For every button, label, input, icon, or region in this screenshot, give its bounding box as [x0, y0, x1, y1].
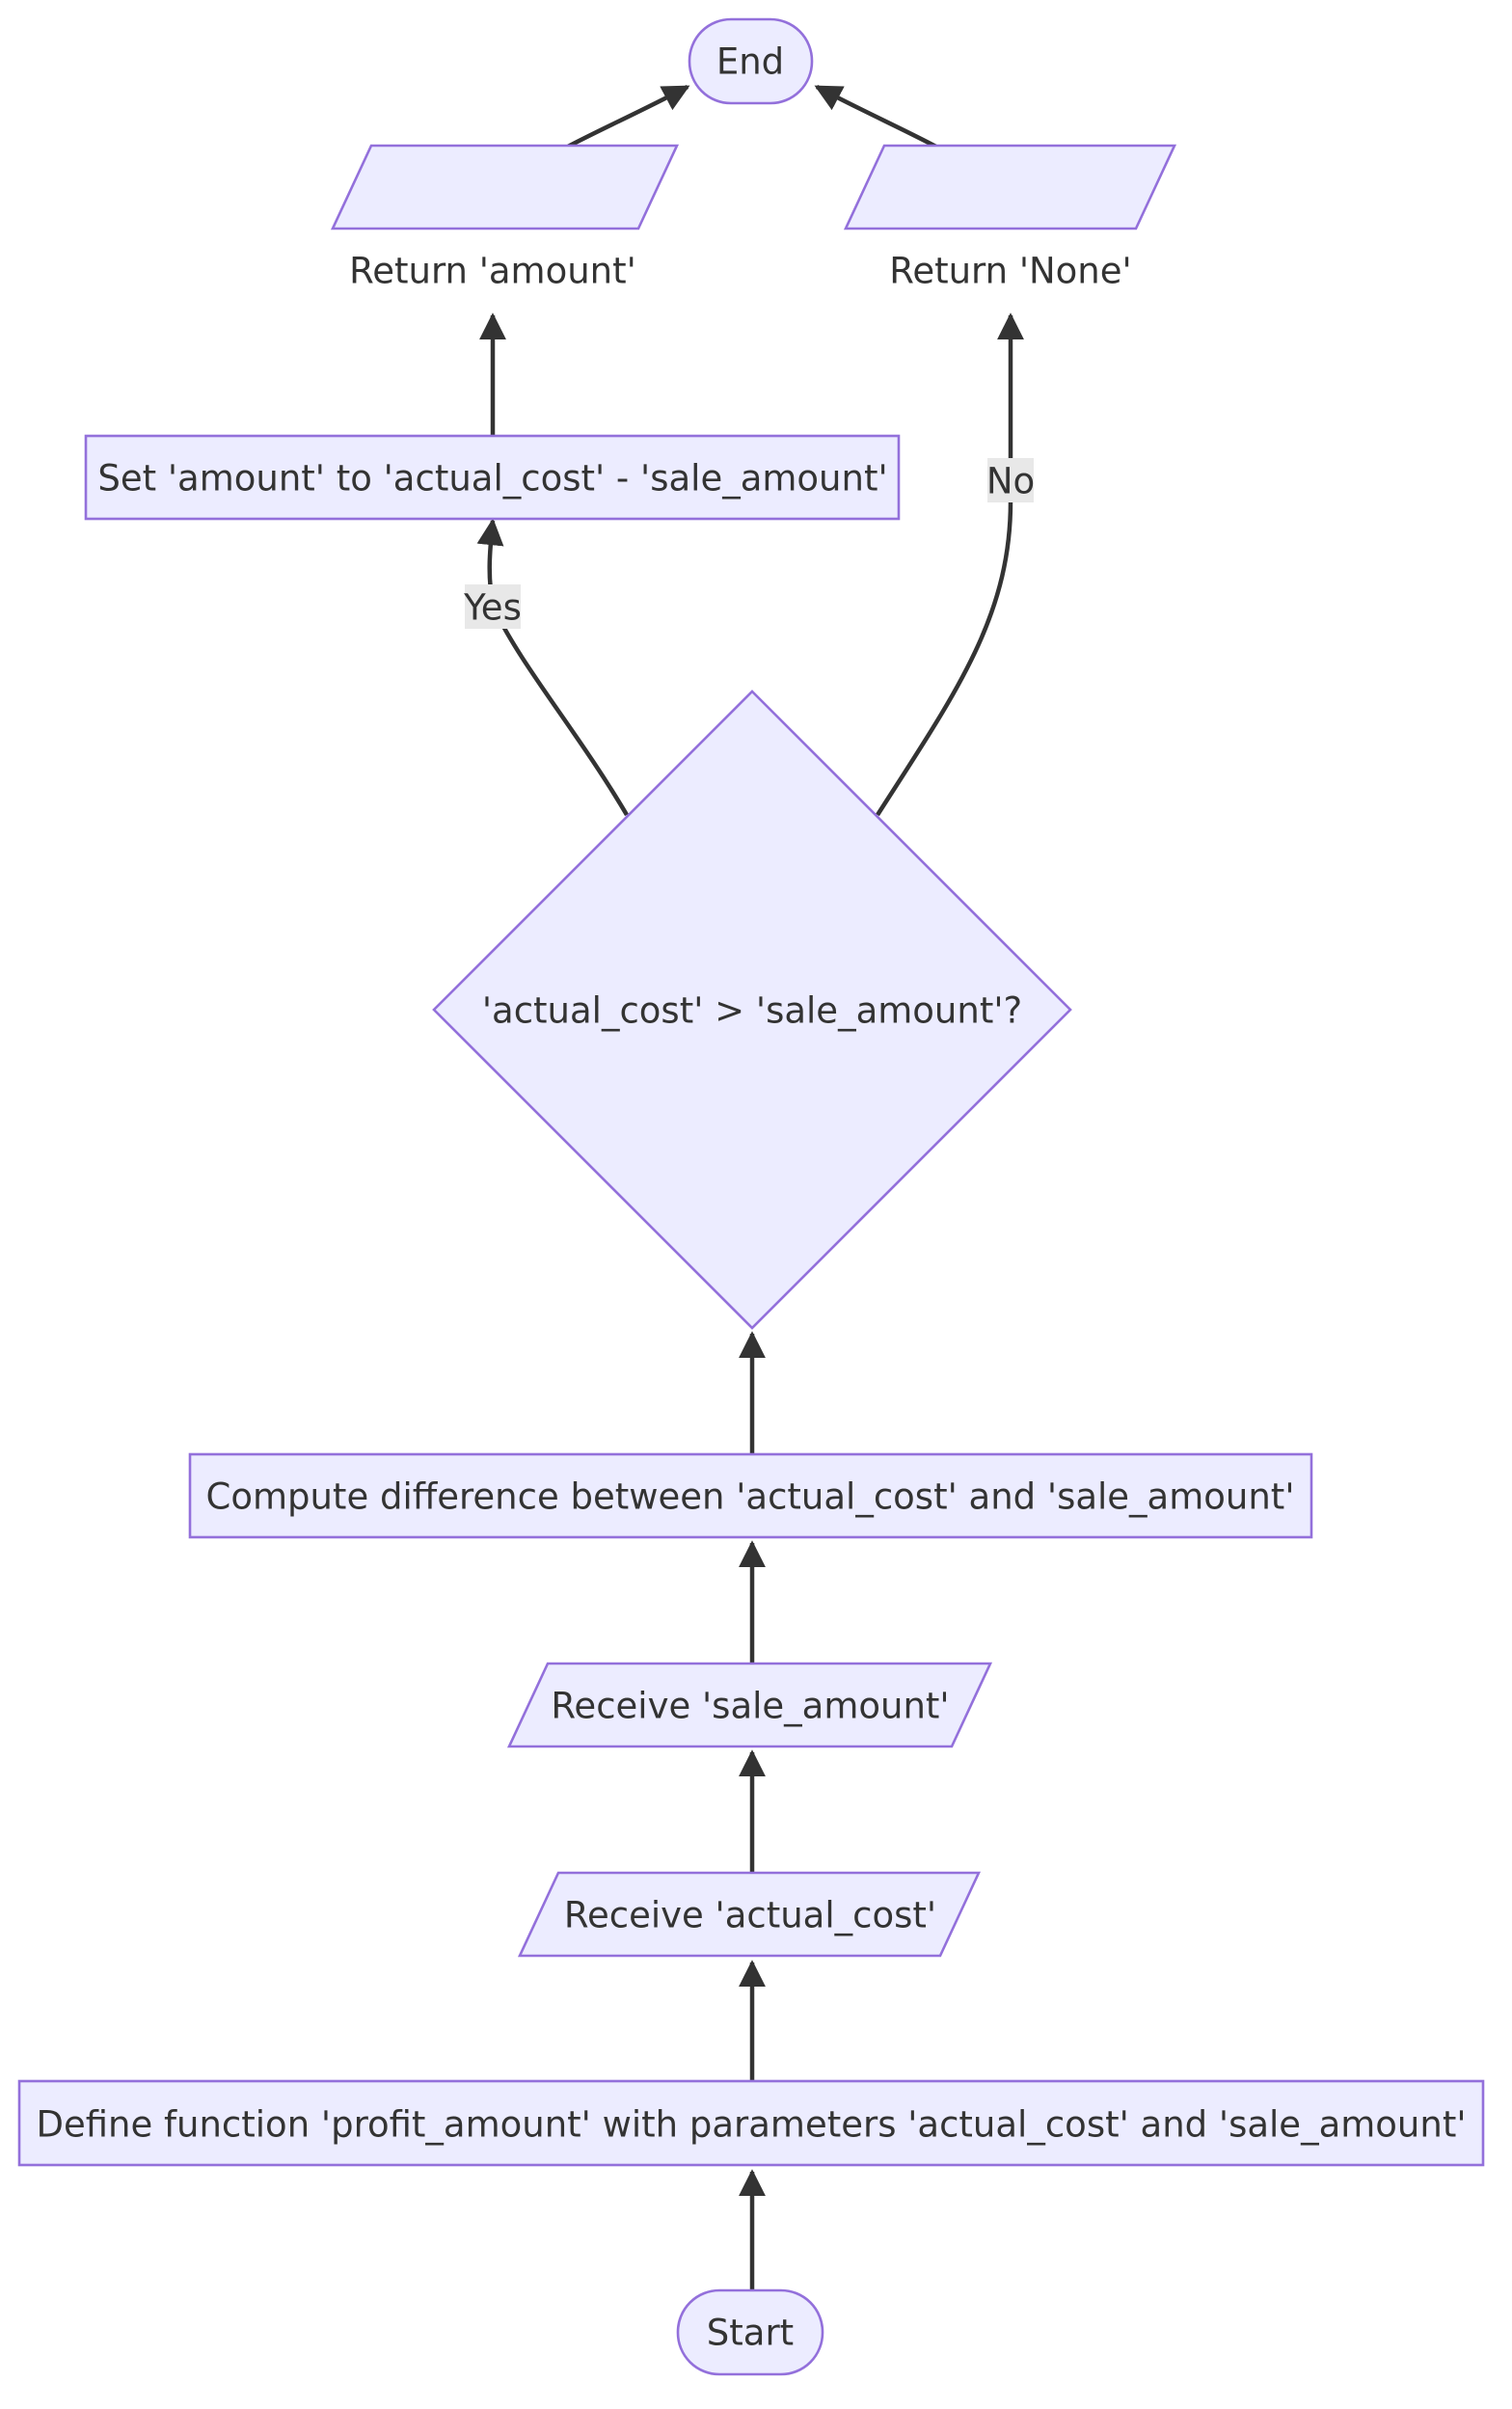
node-decision-label: 'actual_cost' > 'sale_amount'? — [482, 990, 1022, 1032]
edge-decision-yes-to-set-amount — [476, 518, 629, 817]
node-compute-label: Compute difference between 'actual_cost'… — [205, 1476, 1294, 1518]
edge-label-yes: Yes — [463, 584, 522, 629]
node-return-amount-label: Return 'amount' — [349, 251, 636, 292]
node-set-amount-label: Set 'amount' to 'actual_cost' - 'sale_am… — [97, 458, 887, 500]
node-start-label: Start — [707, 2313, 794, 2354]
node-receive-actual: Receive 'actual_cost' — [517, 1871, 982, 1958]
node-set-amount: Set 'amount' to 'actual_cost' - 'sale_am… — [84, 434, 901, 521]
edge-label-no: No — [986, 458, 1035, 502]
node-start: Start — [676, 2288, 824, 2376]
node-return-none: Return 'None' — [843, 144, 1177, 292]
node-end-label: End — [716, 41, 784, 83]
node-define: Define function 'profit_amount' with par… — [17, 2079, 1485, 2167]
node-receive-actual-label: Receive 'actual_cost' — [564, 1895, 936, 1936]
node-define-label: Define function 'profit_amount' with par… — [36, 2104, 1466, 2146]
edge-decision-no-to-return-none — [876, 312, 1024, 817]
node-receive-sale: Receive 'sale_amount' — [506, 1662, 993, 1748]
edge-label-yes-text: Yes — [463, 587, 522, 629]
node-return-none-label: Return 'None' — [889, 251, 1131, 292]
node-compute: Compute difference between 'actual_cost'… — [188, 1452, 1313, 1539]
node-decision: 'actual_cost' > 'sale_amount'? — [432, 690, 1072, 1330]
node-receive-sale-label: Receive 'sale_amount' — [551, 1686, 949, 1727]
edge-label-no-text: No — [986, 461, 1035, 502]
node-return-amount: Return 'amount' — [330, 144, 680, 292]
node-end: End — [688, 17, 814, 105]
